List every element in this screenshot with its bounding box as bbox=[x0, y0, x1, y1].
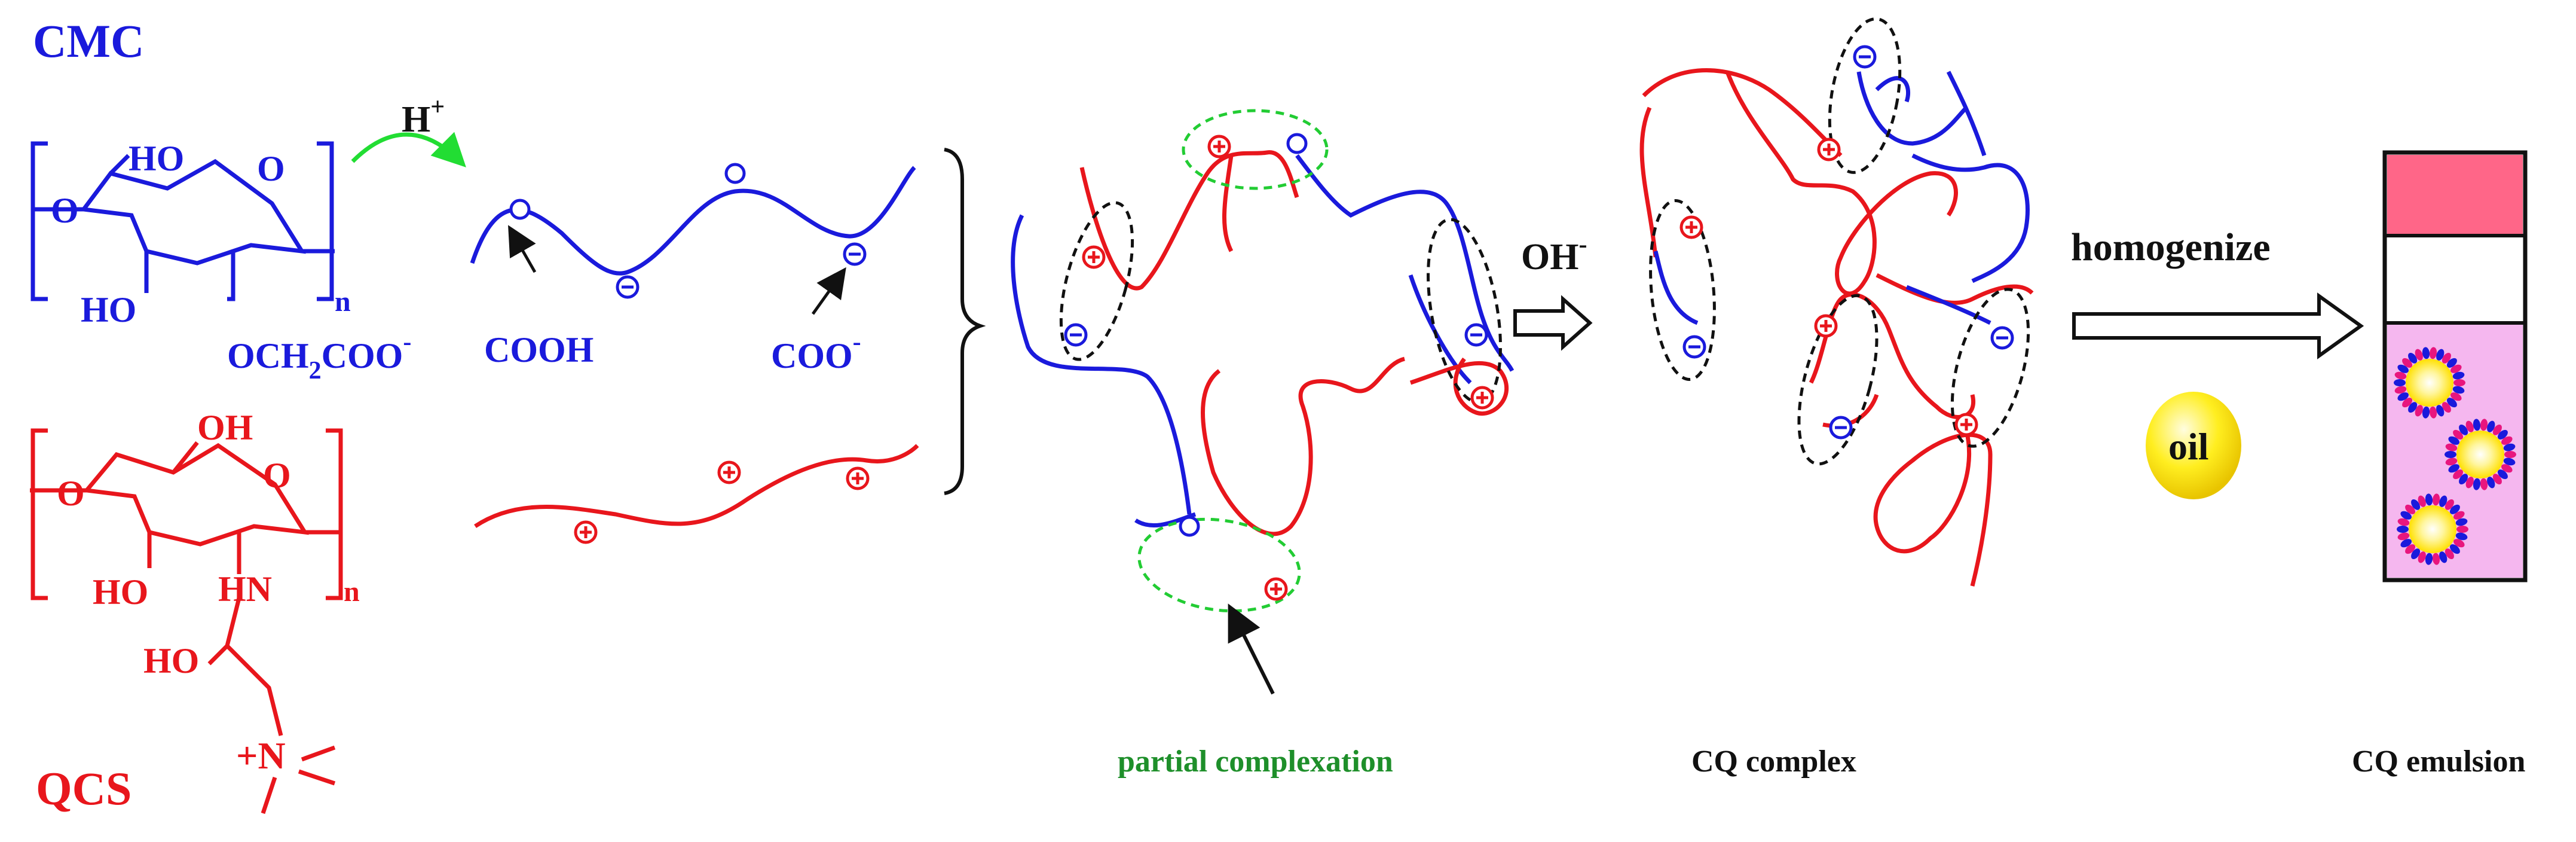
positive-charge-icon bbox=[1207, 135, 1231, 158]
homogenize-label: homogenize bbox=[2071, 225, 2271, 269]
qcs-chain bbox=[474, 444, 919, 528]
open-arrow-icon bbox=[2072, 292, 2364, 359]
base-label: OH- bbox=[1521, 231, 1587, 277]
qcs-ammonium: +N bbox=[236, 734, 286, 777]
oil-droplet-icon bbox=[2146, 392, 2241, 499]
cmc-ring-oxygen: O bbox=[257, 149, 285, 188]
qcs-link-oxygen: O bbox=[57, 474, 85, 513]
oil-droplet-icon bbox=[2394, 347, 2465, 419]
negative-charge-icon bbox=[843, 242, 867, 266]
oil-label: oil bbox=[2168, 425, 2209, 468]
acid-curved-arrow bbox=[351, 132, 466, 167]
qcs-hn: HN bbox=[218, 569, 272, 609]
cooh-pointer-arrow bbox=[508, 225, 537, 273]
positive-charge-icon bbox=[1470, 386, 1494, 410]
positive-charge-icon bbox=[574, 520, 598, 544]
negative-charge-icon bbox=[1853, 45, 1877, 69]
positive-charge-icon bbox=[717, 460, 741, 484]
partial-complexation-network bbox=[1011, 109, 1515, 695]
coo-pointer-arrow bbox=[811, 267, 846, 315]
positive-charge-icon bbox=[1954, 413, 1978, 437]
emulsion-droplets bbox=[2394, 347, 2516, 565]
cmc-substituent: OCH2COO- bbox=[227, 328, 411, 385]
cooh-label: COOH bbox=[484, 330, 593, 370]
cq-complex-network bbox=[1639, 17, 2034, 587]
cmc-subscript-n: n bbox=[335, 286, 351, 318]
cmc-title: CMC bbox=[33, 15, 144, 67]
carboxyl-group-icon bbox=[1179, 515, 1200, 537]
oil-droplet-icon bbox=[2397, 493, 2468, 565]
partial-complexation-label: partial complexation bbox=[1118, 745, 1393, 779]
partial-pointer-arrow bbox=[1228, 603, 1275, 695]
negative-charge-icon bbox=[1682, 335, 1706, 359]
positive-charge-icon bbox=[1817, 138, 1841, 161]
charge-markers bbox=[509, 45, 2014, 601]
negative-charge-icon bbox=[1064, 323, 1088, 347]
acid-label: H+ bbox=[402, 93, 445, 140]
cmc-link-oxygen: O bbox=[51, 191, 79, 230]
negative-charge-icon bbox=[616, 275, 640, 299]
base-step: OH- bbox=[1513, 231, 1593, 351]
negative-charge-icon bbox=[1990, 326, 2014, 350]
cmc-ho-2: HO bbox=[81, 290, 136, 330]
emulsion-tube bbox=[2382, 150, 2528, 582]
cmc-ho-1: HO bbox=[129, 139, 184, 178]
cq-emulsion-label: CQ emulsion bbox=[2352, 745, 2525, 779]
open-arrow-icon bbox=[1513, 295, 1593, 351]
qcs-title: QCS bbox=[36, 762, 131, 814]
positive-charge-icon bbox=[846, 466, 870, 490]
qcs-structure: QCS OH O O HO HN HO n +N bbox=[30, 408, 360, 814]
cmc-chain-acidified: COOH COO- bbox=[470, 166, 916, 376]
carboxyl-group-icon bbox=[724, 163, 746, 184]
qcs-ho-1: HO bbox=[93, 572, 148, 612]
combination-brace bbox=[944, 148, 986, 495]
cmc-structure: CMC HO O O HO n OCH2COO- bbox=[30, 15, 411, 385]
qcs-subscript-n: n bbox=[344, 576, 360, 608]
positive-charge-icon bbox=[1082, 245, 1106, 269]
qcs-oh: OH bbox=[197, 408, 253, 447]
cq-complex-label: CQ complex bbox=[1691, 745, 1856, 779]
negative-charge-icon bbox=[1464, 323, 1488, 347]
carboxyl-group-icon bbox=[1286, 133, 1308, 154]
negative-charge-icon bbox=[1829, 416, 1853, 440]
carboxyl-group-icon bbox=[509, 199, 531, 220]
tube-top-layer bbox=[2387, 155, 2523, 236]
positive-charge-icon bbox=[1264, 577, 1288, 601]
homogenize-step: homogenize oil bbox=[2071, 225, 2364, 499]
coo-label: COO- bbox=[771, 328, 861, 376]
qcs-ring-oxygen: O bbox=[263, 456, 291, 495]
oil-droplet-icon bbox=[2445, 419, 2516, 490]
positive-charge-icon bbox=[1679, 215, 1703, 239]
acid-step: H+ bbox=[351, 93, 466, 167]
qcs-ho-2: HO bbox=[143, 641, 199, 681]
positive-charge-icon bbox=[1814, 314, 1838, 338]
